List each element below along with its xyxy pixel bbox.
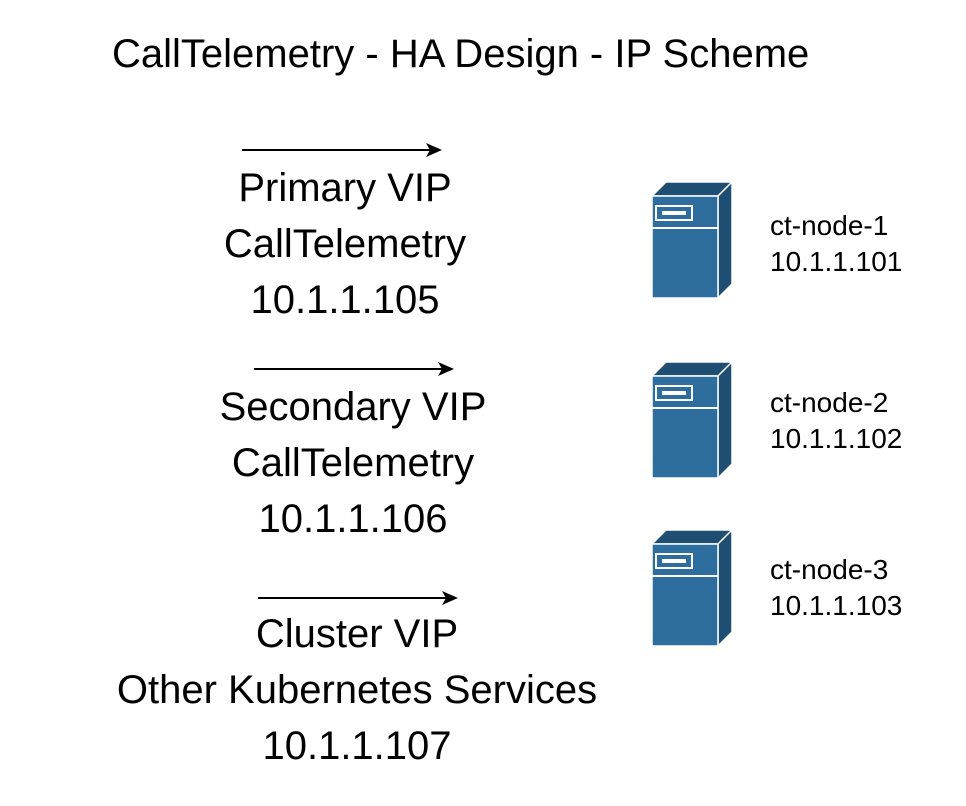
cluster-vip-name: Cluster VIP (255, 612, 459, 656)
node-1-label: ct-node-1 10.1.1.101 (770, 208, 902, 280)
primary-vip-service: CallTelemetry (223, 222, 467, 266)
node-3-label: ct-node-3 10.1.1.103 (770, 552, 902, 624)
primary-vip-block: Primary VIP CallTelemetry 10.1.1.105 (160, 160, 530, 328)
node-2-hostname: ct-node-2 (770, 387, 889, 418)
primary-vip-arrow (242, 143, 442, 157)
node-2-label: ct-node-2 10.1.1.102 (770, 385, 902, 457)
server-tower-icon (650, 528, 734, 648)
cluster-vip-block: Cluster VIP Other Kubernetes Services 10… (60, 606, 654, 774)
primary-vip-name: Primary VIP (238, 166, 452, 210)
node-3-hostname: ct-node-3 (770, 554, 889, 585)
secondary-vip-name: Secondary VIP (219, 385, 487, 429)
secondary-vip-arrow (254, 362, 454, 376)
node-3-ip: 10.1.1.103 (770, 590, 903, 621)
secondary-vip-service: CallTelemetry (231, 441, 475, 485)
node-1-hostname: ct-node-1 (770, 210, 889, 241)
server-tower-icon (650, 360, 734, 480)
secondary-vip-block: Secondary VIP CallTelemetry 10.1.1.106 (160, 379, 546, 547)
cluster-vip-arrow (258, 591, 458, 605)
diagram-title: CallTelemetry - HA Design - IP Scheme (112, 32, 810, 76)
secondary-vip-ip: 10.1.1.106 (258, 497, 448, 541)
primary-vip-ip: 10.1.1.105 (250, 278, 440, 322)
server-tower-icon (650, 180, 734, 300)
node-1-ip: 10.1.1.101 (770, 246, 903, 277)
cluster-vip-ip: 10.1.1.107 (262, 724, 452, 768)
cluster-vip-service: Other Kubernetes Services (116, 668, 598, 712)
node-2-ip: 10.1.1.102 (770, 423, 903, 454)
